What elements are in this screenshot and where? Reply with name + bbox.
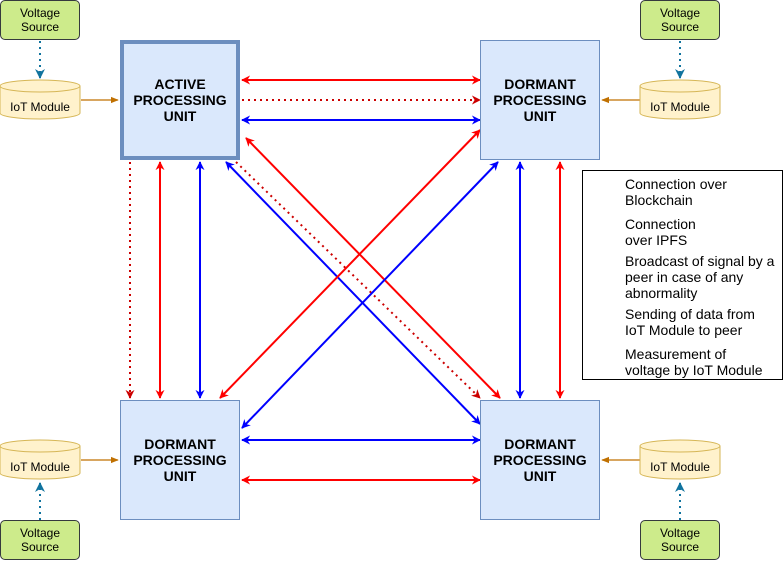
voltage-source-bottom-right: Voltage Source [640,520,720,560]
voltage-source-label: Voltage Source [19,6,61,34]
iot-module-cylinder-tr: IoT Module [639,79,721,120]
iot-module-label: IoT Module [650,100,710,114]
ipfs-connection-dormant-tr-bl [241,161,499,429]
dormant-unit-label: DORMANT PROCESSING UNIT [493,436,587,484]
ipfs-connection-active-dormant-br [225,161,481,425]
voltage-source-top-left: Voltage Source [0,0,80,40]
iot-module-label: IoT Module [650,460,710,474]
legend-measurement-label: Measurement of voltage by IoT Module [625,346,763,378]
legend-ipfs-label: Connection over IPFS [625,216,696,248]
dormant-unit-label: DORMANT PROCESSING UNIT [133,436,227,484]
legend-sending-label: Sending of data from IoT Module to peer [625,306,755,338]
blockchain-connection-active-dormant-br [245,137,501,399]
voltage-source-top-right: Voltage Source [640,0,720,40]
iot-module-label: IoT Module [10,100,70,114]
dormant-unit-label: DORMANT PROCESSING UNIT [493,76,587,124]
dormant-processing-unit-top-right: DORMANT PROCESSING UNIT [480,40,600,160]
iot-module-label: IoT Module [10,460,70,474]
voltage-source-label: Voltage Source [19,526,61,554]
legend: Connection over Blockchain Connection ov… [582,170,783,380]
iot-module-cylinder-bl: IoT Module [0,439,81,480]
voltage-source-bottom-left: Voltage Source [0,520,80,560]
legend-blockchain-label: Connection over Blockchain [625,176,727,208]
dormant-processing-unit-bottom-right: DORMANT PROCESSING UNIT [480,400,600,520]
active-unit-label: ACTIVE PROCESSING UNIT [133,76,227,124]
iot-module-cylinder-tl: IoT Module [0,79,81,120]
blockchain-connection-dormant-tr-bl [219,129,481,399]
iot-module-cylinder-br: IoT Module [639,439,721,480]
voltage-source-label: Voltage Source [659,526,701,554]
active-processing-unit: ACTIVE PROCESSING UNIT [120,40,240,160]
dormant-processing-unit-bottom-left: DORMANT PROCESSING UNIT [120,400,240,520]
broadcast-active-to-dormant-br [235,161,481,399]
legend-broadcast-label: Broadcast of signal by a peer in case of… [625,253,775,301]
voltage-source-label: Voltage Source [659,6,701,34]
